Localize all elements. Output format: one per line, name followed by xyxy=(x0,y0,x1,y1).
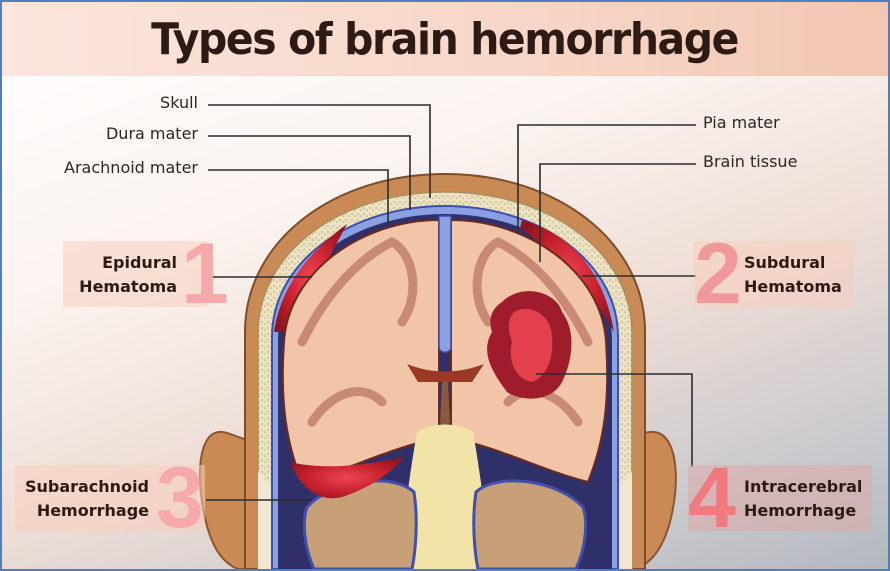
callout-number: 2 xyxy=(694,226,742,322)
gyri xyxy=(297,236,593,427)
callout-label: Subdural Hematoma xyxy=(744,251,842,299)
brain-tissue-leader-line xyxy=(539,163,696,262)
head-group xyxy=(198,172,677,569)
label-dura-mater: Dura mater xyxy=(105,124,198,143)
label-pia-mater: Pia mater xyxy=(703,113,780,132)
callout-epidural-hematoma: 1 Epidural Hematoma xyxy=(63,231,229,317)
callout-label-line1: Subarachnoid xyxy=(24,477,149,496)
leader-lines xyxy=(206,104,696,501)
dura-leader-line xyxy=(208,135,411,210)
pia-leader-line xyxy=(517,124,696,230)
callout-label-line2: Hemorrhage xyxy=(744,501,857,520)
brainstem xyxy=(398,424,492,569)
callout-subdural-hematoma: 2 Subdural Hematoma xyxy=(694,226,854,322)
label-brain-tissue: Brain tissue xyxy=(703,152,798,171)
callout-label-line1: Intracerebral xyxy=(744,477,863,496)
left-hemisphere xyxy=(281,218,440,484)
callout-number: 3 xyxy=(156,450,204,546)
callout-box xyxy=(63,241,207,307)
callout-label: Subarachnoid Hemorrhage xyxy=(25,475,149,523)
skull-leader-line xyxy=(208,104,431,198)
callout-box xyxy=(688,465,872,531)
callout-intracerebral-hemorrhage: 4 Intracerebral Hemorrhage xyxy=(688,450,872,546)
cerebellum-right xyxy=(472,479,588,569)
falx-cerebri xyxy=(438,215,452,353)
third-ventricle xyxy=(440,382,450,432)
callout-label-line2: Hemorrhage xyxy=(36,501,149,520)
callout-label-line1: Epidural xyxy=(102,253,177,272)
callout-number: 1 xyxy=(181,226,229,322)
label-arachnoid-mater: Arachnoid mater xyxy=(64,158,198,177)
callout-number: 4 xyxy=(688,450,736,546)
callout-box xyxy=(694,241,854,307)
subdural-hematoma-region xyxy=(520,220,614,332)
page-title: Types of brain hemorrhage xyxy=(151,13,740,65)
callout-subarachnoid-hemorrhage: 3 Subarachnoid Hemorrhage xyxy=(15,450,205,546)
callout-label-line1: Subdural xyxy=(744,253,826,272)
intracerebral-hemorrhage-core xyxy=(508,308,553,382)
subarachnoid-hemorrhage-region xyxy=(290,457,404,499)
intracerebral-leader-line xyxy=(536,373,693,467)
callout-label-line2: Hematoma xyxy=(744,277,842,296)
callout-label: Epidural Hematoma xyxy=(79,251,177,299)
lateral-ventricles xyxy=(407,364,484,382)
callout-label-line2: Hematoma xyxy=(79,277,177,296)
title-bar: Types of brain hemorrhage xyxy=(2,2,888,76)
callout-box xyxy=(15,465,205,531)
label-skull: Skull xyxy=(160,93,198,112)
callout-label: Intracerebral Hemorrhage xyxy=(744,475,862,523)
arachnoid-leader-line xyxy=(208,169,389,224)
